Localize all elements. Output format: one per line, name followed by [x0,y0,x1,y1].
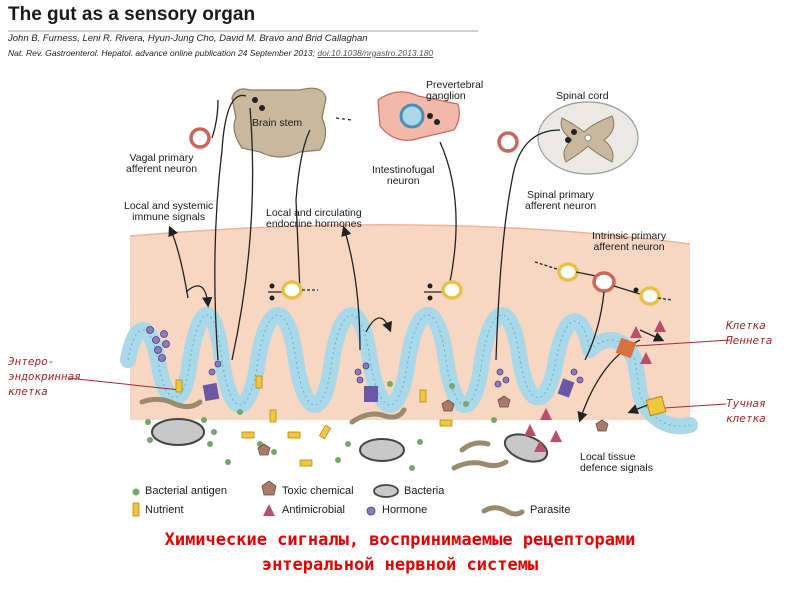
ganglion-neuron [399,103,425,129]
legend-bacterial-antigen: Bacterial antigen [145,485,227,497]
parasite-group [139,396,509,471]
paneth-cell-label: Клетка Пеннета [726,319,773,347]
immune-signals-label: Local and systemic immune signals [124,200,214,223]
article-authors: John B. Furness, Leni R. Rivera, Hyun-Ju… [8,33,368,44]
tissue-top-edge [129,224,691,245]
legend-hormone: Hormone [382,504,428,516]
brain-stem-shape [231,87,327,158]
endocrine-hormones-label: Local and circulating endocrine hormones [266,207,362,230]
bacterial-antigen-icon [132,488,140,496]
enteroendocrine-cell-2 [364,386,378,402]
hormone-icon [366,506,376,516]
brain-stem-synapse [252,97,258,103]
article-citation: Nat. Rev. Gastroenterol. Hepatol. advanc… [8,48,433,58]
enteroendocrine-cell-1 [202,382,220,402]
epithelium-border [127,314,691,427]
mast-cell [645,395,667,417]
legend-nutrient: Nutrient [145,504,184,516]
citation-text: Nat. Rev. Gastroenterol. Hepatol. advanc… [8,48,315,58]
vagal-neuron-cell [189,127,211,149]
bacterial-antigen-group [145,381,497,471]
vagal-nerve-fibre [214,94,247,361]
legend-bacteria: Bacteria [404,485,445,497]
parasite-icon [481,505,525,517]
bacteria-group [151,418,549,463]
spinal-afferent-fibre [495,129,561,361]
intestinofugal-neuron-cell [441,280,463,300]
nutrient-icon [132,502,140,517]
antimicrobial-group [524,320,666,452]
enteroendocrine-cell-label: Энтеро- эндокринная клетка [8,355,81,398]
brain-stem-label: Brain stem [252,117,303,129]
endocrine-signal-arrow [341,225,361,351]
caption-line-1: Химические сигналы, воспринимаемые рецеп… [164,530,636,550]
spinal-neuron-cell [497,131,519,153]
doi-link[interactable]: doi:10.1038/nrgastro.2013.180 [317,48,434,58]
prevertebral-ganglion-label: Prevertebral ganglion [426,79,484,102]
bacteria-icon [373,484,399,498]
legend-toxic-chemical: Toxic chemical [282,485,354,497]
intrinsic-neuron-1 [557,262,579,282]
spinal-afferent-neuron-label: Spinal primary afferent neuron [525,189,597,212]
submucosal-neuron-1 [281,280,303,300]
vagal-neuron-label: Vagal primary afferent neuron [126,152,198,175]
enteroendocrine-cell-3 [557,378,575,398]
toxic-chemical-icon [261,480,277,496]
toxic-chemical-group [257,395,609,456]
intestinofugal-fibre [295,129,311,293]
nutrient-group [175,375,453,467]
intestinofugal-neuron-label: Intestinofugal neuron [372,164,435,187]
legend-antimicrobial: Antimicrobial [282,504,345,516]
spinal-cord-label: Spinal cord [556,90,609,102]
paneth-cell [615,337,637,359]
intrinsic-afferent-neuron-label: Intrinsic primary afferent neuron [592,230,667,253]
intrinsic-neuron-3 [639,286,661,306]
antimicrobial-icon [263,504,275,516]
article-title: The gut as a sensory organ [8,4,256,25]
legend-parasite: Parasite [530,504,571,516]
intrinsic-neuron-2 [592,271,616,293]
immune-signal-arrow [168,225,189,299]
mast-cell-label: Тучная клетка [726,397,766,425]
local-tissue-defence-label: Local tissue defence signals [580,451,653,474]
title-underline [8,30,478,32]
caption-line-2: энтеральной нервной системы [261,555,539,575]
